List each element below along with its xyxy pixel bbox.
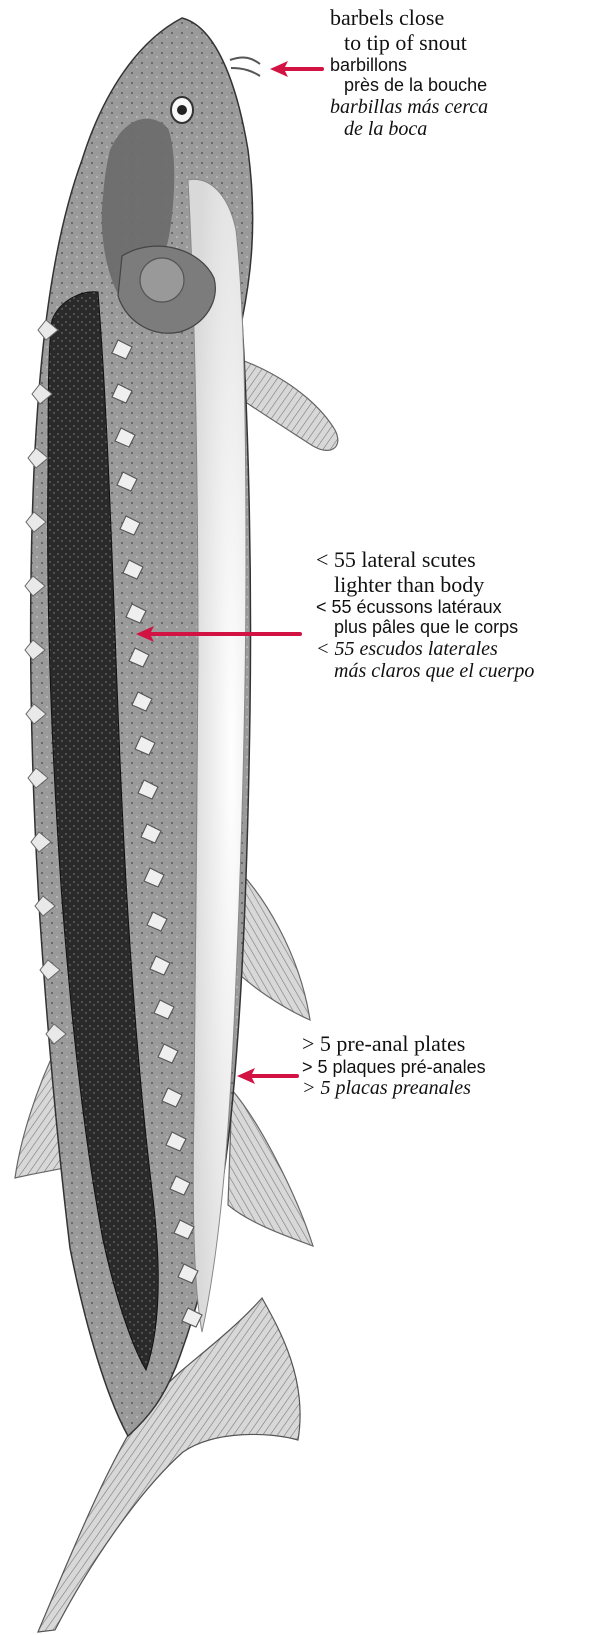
snout-en-line-2: to tip of snout: [330, 31, 580, 56]
plates-en-line-1: > 5 pre-anal plates: [302, 1032, 564, 1057]
scutes-en-line-2: lighter than body: [316, 573, 584, 598]
plates-es-line-1: > 5 placas preanales: [302, 1077, 564, 1099]
pupil: [177, 105, 187, 115]
snout-es-line-2: de la boca: [330, 118, 580, 140]
snout-fr-line-1: barbillons: [330, 55, 580, 75]
scutes-annotation: < 55 lateral scutes lighter than body < …: [316, 548, 584, 682]
anal-fin: [228, 1090, 313, 1246]
barbels: [230, 57, 260, 64]
plates-arrow: [233, 1064, 299, 1088]
scutes-fr-line-1: < 55 écussons latéraux: [316, 597, 584, 617]
snout-annotation: barbels close to tip of snout barbillons…: [330, 6, 580, 140]
scutes-fr-line-2: plus pâles que le corps: [316, 617, 584, 637]
scutes-es-line-1: < 55 escudos laterales: [316, 638, 584, 660]
plates-fr-line-1: > 5 plaques pré-anales: [302, 1057, 564, 1077]
scutes-es-line-2: más claros que el cuerpo: [316, 660, 584, 682]
snout-arrow: [266, 58, 324, 80]
gill-rosette: [140, 258, 184, 302]
snout-es-line-1: barbillas más cerca: [330, 96, 580, 118]
plates-annotation: > 5 pre-anal plates > 5 plaques pré-anal…: [302, 1032, 564, 1099]
snout-en-line-1: barbels close: [330, 6, 580, 31]
scutes-en-line-1: < 55 lateral scutes: [316, 548, 584, 573]
scutes-arrow: [132, 622, 302, 646]
snout-fr-line-2: près de la bouche: [330, 75, 580, 95]
